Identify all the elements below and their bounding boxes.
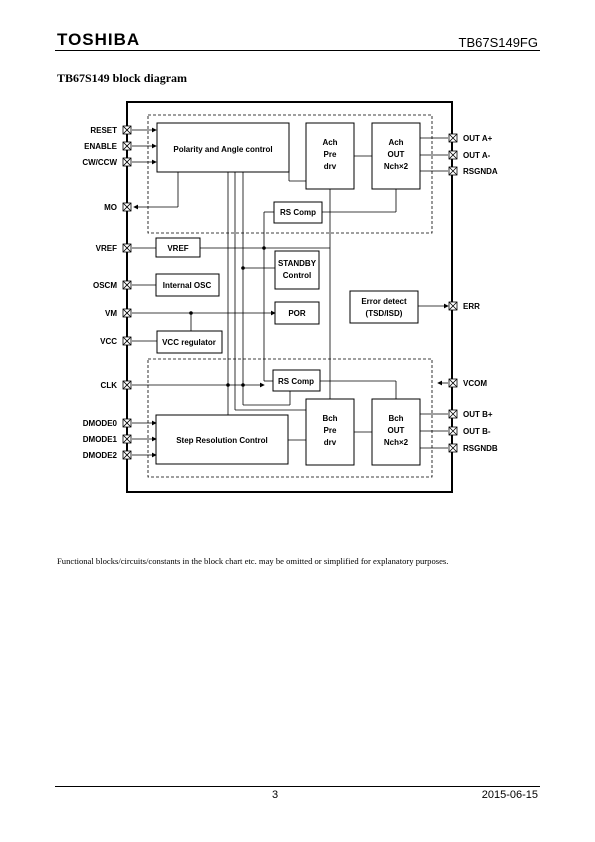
svg-text:drv: drv <box>324 162 337 171</box>
svg-text:Nch×2: Nch×2 <box>384 438 409 447</box>
footer-rule <box>55 786 540 787</box>
footnote: Functional blocks/circuits/constants in … <box>57 556 449 566</box>
footer-date: 2015-06-15 <box>481 789 538 801</box>
svg-text:VCC regulator: VCC regulator <box>162 338 216 347</box>
toshiba-logo: TOSHIBA <box>57 30 141 49</box>
ach-region <box>147 114 433 234</box>
pin-label-left-10: DMODE1 <box>83 435 118 444</box>
svg-text:Ach: Ach <box>322 138 337 147</box>
svg-text:Step Resolution Control: Step Resolution Control <box>176 436 268 445</box>
header-rule <box>55 50 540 51</box>
svg-text:Bch: Bch <box>322 414 337 423</box>
pin-label-right-0: OUT A+ <box>463 134 493 143</box>
pin-label-left-1: ENABLE <box>84 142 118 151</box>
svg-text:OUT: OUT <box>388 150 405 159</box>
page-number: 3 <box>272 789 279 801</box>
svg-text:Internal OSC: Internal OSC <box>163 281 212 290</box>
pin-label-left-0: RESET <box>90 126 117 135</box>
pin-label-right-1: OUT A- <box>463 151 491 160</box>
standby-block <box>274 250 320 290</box>
pin-label-right-6: OUT B- <box>463 427 491 436</box>
svg-text:RS Comp: RS Comp <box>280 208 316 217</box>
pin-label-right-7: RSGNDB <box>463 444 498 453</box>
pin-label-right-3: ERR <box>463 302 480 311</box>
section-title: TB67S149 block diagram <box>57 71 188 85</box>
svg-text:Pre: Pre <box>324 426 337 435</box>
pin-label-right-5: OUT B+ <box>463 410 493 419</box>
svg-text:Bch: Bch <box>388 414 403 423</box>
error-detect-block <box>349 290 419 324</box>
pin-label-left-3: MO <box>104 203 117 212</box>
pin-label-left-9: DMODE0 <box>83 419 118 428</box>
svg-text:OUT: OUT <box>388 426 405 435</box>
pin-label-left-4: VREF <box>96 244 117 253</box>
pin-label-left-6: VM <box>105 309 117 318</box>
pin-label-right-2: RSGNDA <box>463 167 498 176</box>
part-number: TB67S149FG <box>458 35 539 50</box>
svg-text:Control: Control <box>283 271 311 280</box>
pin-label-right-4: VCOM <box>463 379 487 388</box>
bch-region <box>147 358 433 478</box>
pin-label-left-7: VCC <box>100 337 117 346</box>
rs-comp-b-block <box>272 369 321 392</box>
svg-text:Error detect: Error detect <box>361 297 407 306</box>
pin-label-left-11: DMODE2 <box>83 451 118 460</box>
svg-text:(TSD/ISD): (TSD/ISD) <box>366 309 403 318</box>
svg-text:VREF: VREF <box>167 244 188 253</box>
rs-comp-a-block <box>273 201 323 224</box>
svg-text:drv: drv <box>324 438 337 447</box>
svg-text:Pre: Pre <box>324 150 337 159</box>
svg-text:STANDBY: STANDBY <box>278 259 317 268</box>
pin-label-left-2: CW/CCW <box>82 158 117 167</box>
svg-text:POR: POR <box>288 309 306 318</box>
pin-label-left-8: CLK <box>101 381 118 390</box>
svg-text:RS Comp: RS Comp <box>278 377 314 386</box>
polarity-angle-block <box>156 122 290 173</box>
ic-boundary <box>126 101 453 493</box>
vcc-regulator-block <box>156 330 223 354</box>
svg-text:Ach: Ach <box>388 138 403 147</box>
polarity-label: Polarity and Angle control <box>173 145 272 154</box>
pin-label-left-5: OSCM <box>93 281 117 290</box>
vref-block <box>155 237 201 258</box>
step-resolution-block <box>155 414 289 465</box>
svg-text:Nch×2: Nch×2 <box>384 162 409 171</box>
